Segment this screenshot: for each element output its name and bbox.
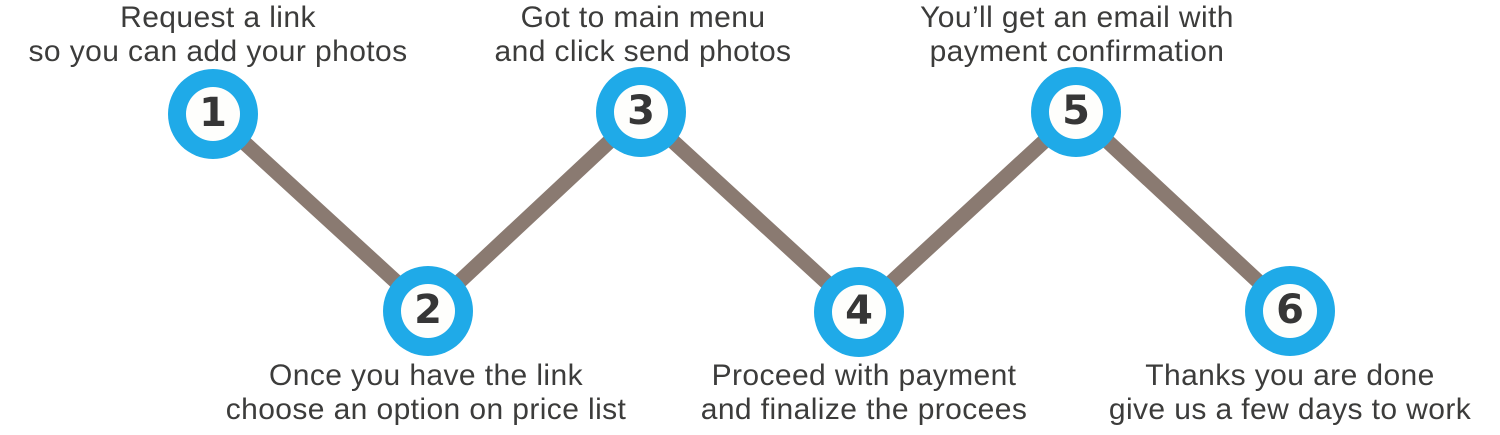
step-6-number: 6 — [1276, 287, 1304, 333]
step-6-label-line2: give us a few days to work — [1108, 393, 1472, 426]
step-3-number: 3 — [627, 88, 655, 134]
step-4-label: Proceed with payment and finalize the pr… — [701, 359, 1027, 427]
step-6-node: 6 — [1245, 266, 1335, 356]
step-4-label-line2: and finalize the procees — [700, 393, 1028, 426]
step-6-label: Thanks you are done give us a few days t… — [1109, 359, 1471, 427]
step-2-number: 2 — [414, 287, 442, 333]
step-3-label-line2: and click send photos — [494, 35, 792, 68]
step-6-number-badge: 6 — [1263, 284, 1317, 338]
step-4-number: 4 — [845, 288, 873, 334]
step-1-label: Request a link so you can add your photo… — [29, 1, 408, 69]
step-3-label-line1: Got to main menu — [520, 1, 766, 34]
step-4-number-badge: 4 — [832, 285, 886, 339]
step-2-node: 2 — [383, 266, 473, 356]
step-3-label: Got to main menu and click send photos — [495, 1, 792, 69]
step-1-label-line1: Request a link — [120, 1, 316, 34]
step-1-label-line2: so you can add your photos — [28, 35, 408, 68]
step-6-label-line1: Thanks you are done — [1145, 359, 1435, 392]
step-5-label-line1: You’ll get an email with — [920, 1, 1234, 34]
step-5-number: 5 — [1062, 88, 1090, 134]
step-2-number-badge: 2 — [401, 284, 455, 338]
step-3-number-badge: 3 — [614, 85, 668, 139]
step-3-node: 3 — [596, 67, 686, 157]
step-5-label: You’ll get an email with payment confirm… — [920, 1, 1234, 69]
step-4-node: 4 — [814, 267, 904, 357]
step-2-label-line2: choose an option on price list — [225, 393, 627, 426]
step-5-number-badge: 5 — [1049, 85, 1103, 139]
step-5-node: 5 — [1031, 67, 1121, 157]
step-1-node: 1 — [168, 69, 258, 159]
step-2-label: Once you have the link choose an option … — [226, 359, 627, 427]
step-2-label-line1: Once you have the link — [269, 359, 583, 392]
step-1-number: 1 — [199, 90, 227, 136]
step-4-label-line1: Proceed with payment — [711, 359, 1017, 392]
step-1-number-badge: 1 — [186, 87, 240, 141]
step-5-label-line2: payment confirmation — [929, 35, 1225, 68]
